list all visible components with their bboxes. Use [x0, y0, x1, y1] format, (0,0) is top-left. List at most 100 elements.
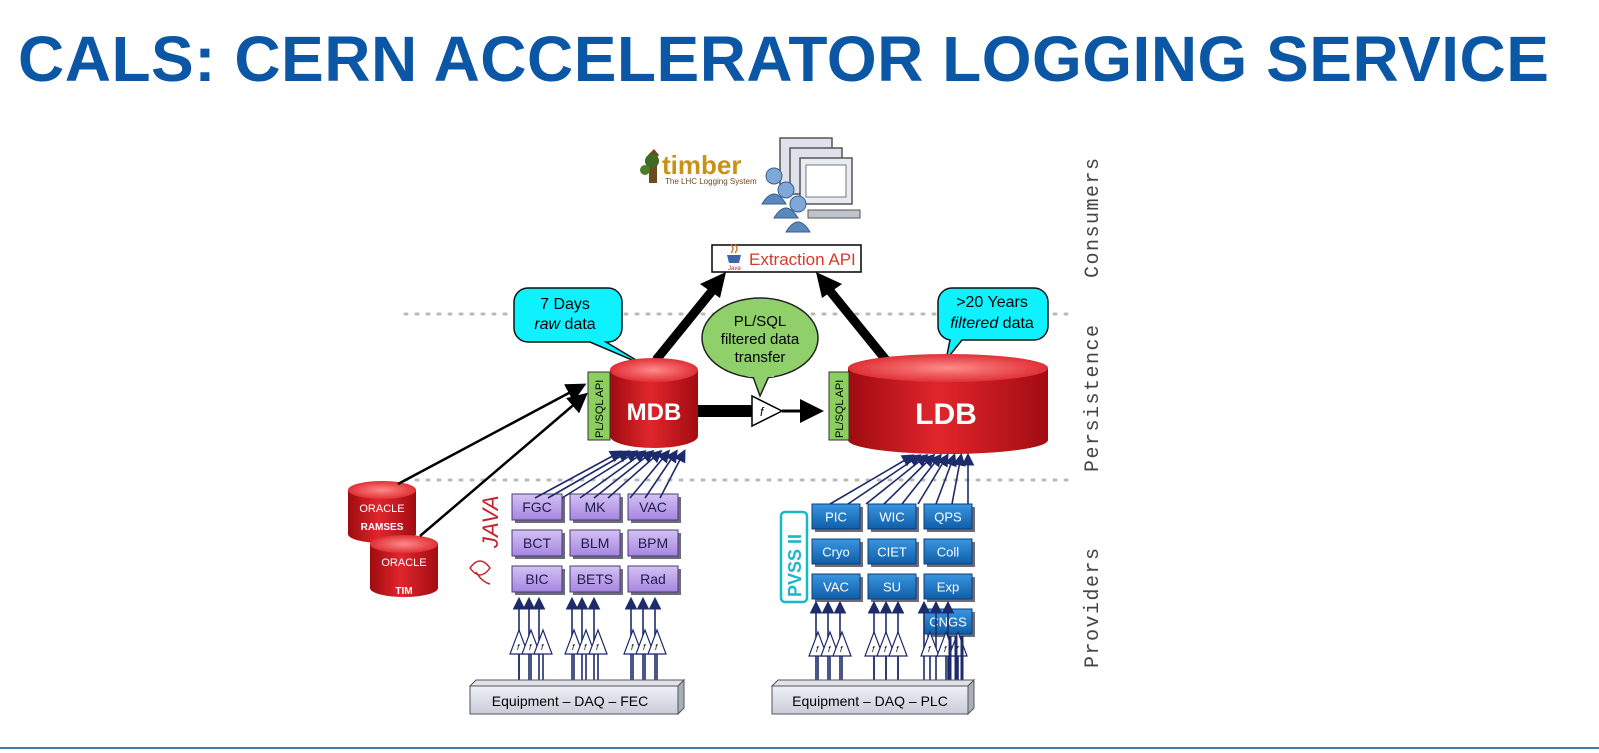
java-provider-link — [644, 449, 678, 499]
pvss-provider-link — [901, 453, 942, 505]
svg-text:ORACLE: ORACLE — [359, 503, 404, 515]
svg-text:PL/SQL API: PL/SQL API — [834, 380, 846, 438]
java-provider-box-rad-2 — [627, 565, 679, 593]
transfer-filter — [751, 394, 784, 428]
svg-text:f: f — [572, 643, 575, 652]
java-provider-label: Rad — [640, 571, 666, 587]
ldb-label: LDB — [915, 398, 977, 431]
svg-text:f: f — [643, 643, 646, 652]
java-provider-label: BETS — [577, 571, 614, 587]
svg-text:f: f — [584, 643, 587, 652]
svg-text:f: f — [872, 645, 875, 654]
plsql-transfer-callout: PL/SQL filtered data transfer — [701, 297, 819, 398]
mdb-plsql-api — [587, 371, 611, 441]
svg-text:f: f — [840, 645, 843, 654]
pvss-provider-label: WIC — [879, 510, 904, 525]
java-provider-box-fgc-0 — [511, 493, 563, 521]
svg-text:f: f — [760, 405, 765, 419]
svg-text:f: f — [541, 643, 544, 652]
svg-text:Equipment – DAQ – FEC: Equipment – DAQ – FEC — [492, 693, 648, 709]
pvss-provider-label: PIC — [825, 510, 847, 525]
java-provider-link — [593, 450, 655, 499]
pvss-provider-box-qps-0 — [923, 503, 973, 530]
java-provider-link — [579, 450, 647, 499]
ldb-to-api-arrow — [822, 283, 890, 363]
layer-label-persistence: Persistence — [1082, 323, 1105, 472]
java-mascot-icon — [469, 560, 491, 585]
pvss-provider-label: QPS — [934, 510, 962, 525]
svg-text:f: f — [529, 643, 532, 652]
extraction-api-label: Extraction API — [749, 250, 856, 269]
svg-text:Equipment – DAQ – PLC: Equipment – DAQ – PLC — [792, 693, 948, 709]
svg-text:PVSS II: PVSS II — [785, 534, 805, 597]
svg-text:7 Days: 7 Days — [540, 296, 590, 313]
pvss-provider-box-ciet-1 — [867, 538, 917, 565]
svg-text:f: f — [596, 643, 599, 652]
java-cup-icon — [730, 244, 738, 254]
svg-text:ORACLE: ORACLE — [381, 557, 426, 569]
svg-text:PL/SQL: PL/SQL — [734, 313, 787, 330]
java-logo: JAVA — [478, 495, 503, 549]
ldb-retention-callout: >20 Years filtered data — [937, 287, 1049, 361]
layer-label-consumers: Consumers — [1082, 156, 1105, 278]
pvss-provider-label: SU — [883, 580, 901, 595]
svg-text:transfer: transfer — [735, 349, 786, 366]
svg-text:f: f — [517, 643, 520, 652]
pvss-provider-box-su-2 — [867, 573, 917, 600]
svg-text:TIM: TIM — [395, 586, 412, 597]
mdb-to-ldb-transfer — [698, 405, 754, 417]
pvss-provider-box-wic-0 — [867, 503, 917, 530]
svg-text:f: f — [655, 643, 658, 652]
svg-text:f: f — [896, 645, 899, 654]
java-provider-link — [629, 449, 671, 499]
svg-text:PL/SQL API: PL/SQL API — [594, 380, 606, 438]
java-provider-label: MK — [585, 499, 607, 515]
java-provider-label: FGC — [522, 499, 552, 515]
timber-subtitle: The LHC Logging System — [665, 177, 757, 186]
svg-text:>20 Years: >20 Years — [956, 294, 1028, 311]
pvss-provider-label: CIET — [877, 545, 907, 560]
svg-text:f: f — [944, 645, 947, 654]
mdb-retention-callout: 7 Days raw data — [513, 287, 647, 367]
java-provider-box-bets-2 — [569, 565, 621, 593]
svg-text:f: f — [928, 645, 931, 654]
pvss-provider-link — [865, 454, 929, 505]
page-title: CALS: CERN ACCELERATOR LOGGING SERVICE — [18, 23, 1550, 95]
pvss-provider-label: Exp — [937, 580, 959, 595]
java-provider-link — [607, 449, 663, 499]
pvss-provider-link — [847, 454, 922, 505]
java-provider-box-mk-0 — [569, 493, 621, 521]
layer-label-providers: Providers — [1082, 546, 1105, 668]
java-provider-label: BCT — [523, 535, 551, 551]
pvss-provider-box-exp-2 — [923, 573, 973, 600]
ldb-plsql-api — [828, 371, 850, 441]
java-provider-box-bic-2 — [511, 565, 563, 593]
equipment-fec-box: Equipment – DAQ – FEC — [468, 678, 686, 716]
java-provider-link — [561, 450, 639, 499]
pvss-provider-link — [883, 453, 936, 505]
extraction-api-box: Java Extraction API — [711, 244, 862, 273]
pvss-provider-label: Cryo — [822, 545, 849, 560]
users-workstations-icon — [761, 137, 861, 233]
pvss-provider-box-cryo-1 — [811, 538, 861, 565]
pvss-provider-box-coll-1 — [923, 538, 973, 565]
timber-name: timber — [662, 150, 741, 180]
svg-text:RAMSES: RAMSES — [361, 522, 404, 533]
java-provider-label: BLM — [581, 535, 610, 551]
java-provider-label: BIC — [525, 571, 548, 587]
java-provider-link — [547, 450, 631, 499]
timber-logo: timber The LHC Logging System — [640, 149, 757, 186]
java-provider-link — [534, 450, 623, 499]
java-provider-box-bct-1 — [511, 529, 563, 557]
java-provider-link — [659, 449, 686, 499]
java-provider-box-vac-0 — [627, 493, 679, 521]
bottom-rule — [0, 747, 1599, 749]
pvss-provider-link — [829, 454, 915, 505]
svg-text:f: f — [631, 643, 634, 652]
oracle-tim-db: ORACLE TIM — [370, 535, 438, 597]
mdb-label: MDB — [627, 399, 682, 426]
